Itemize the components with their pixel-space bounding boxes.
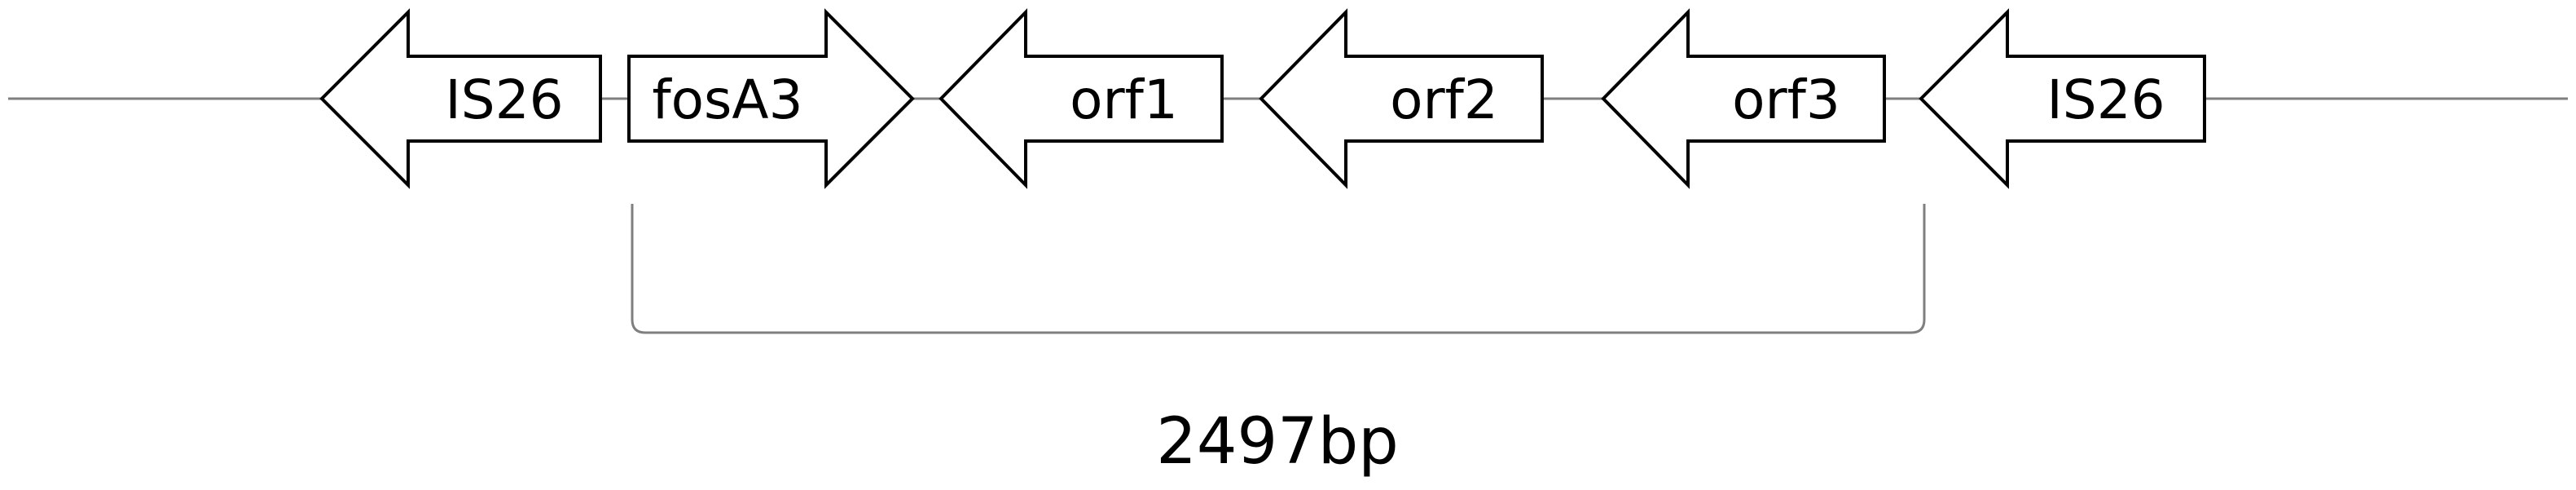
region-length-label: 2497bp bbox=[1156, 405, 1399, 479]
gene-label: IS26 bbox=[445, 68, 563, 131]
gene-arrow bbox=[319, 8, 602, 189]
gene-fosa3-1: fosA3 bbox=[627, 8, 915, 189]
gene-orf2-3: orf2 bbox=[1259, 8, 1544, 189]
gene-orf1-2: orf1 bbox=[939, 8, 1224, 189]
gene-arrow bbox=[627, 8, 915, 189]
gene-label: orf3 bbox=[1732, 68, 1840, 131]
gene-arrow bbox=[939, 8, 1224, 189]
gene-arrow bbox=[1601, 8, 1886, 189]
gene-label: orf2 bbox=[1390, 68, 1498, 131]
gene-orf3-4: orf3 bbox=[1601, 8, 1886, 189]
gene-arrow bbox=[1259, 8, 1544, 189]
gene-label: fosA3 bbox=[652, 68, 802, 131]
gene-is26-0: IS26 bbox=[319, 8, 602, 189]
gene-arrow bbox=[1919, 8, 2206, 189]
region-bracket bbox=[631, 204, 1926, 334]
gene-is26-5: IS26 bbox=[1919, 8, 2206, 189]
gene-label: IS26 bbox=[2046, 68, 2165, 131]
gene-label: orf1 bbox=[1070, 68, 1178, 131]
genes-layer: IS26 fosA3 orf1 orf2 orf3 IS26 bbox=[319, 8, 2206, 189]
